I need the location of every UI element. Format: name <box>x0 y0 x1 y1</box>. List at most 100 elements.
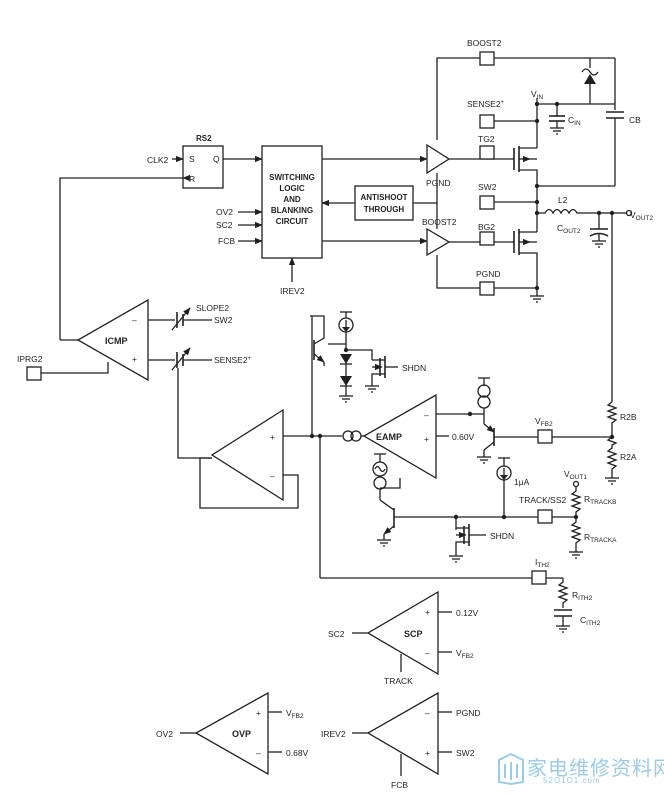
watermark-logo-icon <box>498 752 524 786</box>
label-clk2: CLK2 <box>147 155 169 165</box>
label-sense2-plus-icmp: SENSE2+ <box>214 355 252 365</box>
buffer-amp: + – <box>199 408 532 579</box>
label-fcb-cmp: FCB <box>391 780 408 790</box>
label-eamp-plus: + <box>424 434 429 444</box>
track-ss-circuit: 1μA SHDN TRACK/SS2 VOUT1 RTRACKB RTRACKA <box>372 453 617 563</box>
label-vfb2-ovp: VFB2 <box>286 708 304 720</box>
label-vfb2-scp: VFB2 <box>456 648 474 660</box>
label-vout2: VOUT2 <box>630 210 653 222</box>
label-rtrackb: RTRACKB <box>584 494 617 506</box>
label-scp: SCP <box>404 629 423 639</box>
label-cin: CIN <box>568 115 581 127</box>
label-scp-plus: + <box>425 607 430 617</box>
pin-boost2-top <box>479 51 495 66</box>
label-pgnd-cmp: PGND <box>456 708 481 718</box>
label-track: TRACK <box>384 676 413 686</box>
label-irev2-cmp: IREV2 <box>321 729 346 739</box>
label-060v: 0.60V <box>452 432 475 442</box>
gm-coupler-icon <box>342 430 354 442</box>
label-pgnd-driver: PGND <box>426 178 451 188</box>
rs2-latch: RS2 S Q R CLK2 <box>59 134 263 340</box>
label-shdn-top: SHDN <box>402 363 426 373</box>
label-r: R <box>189 174 195 184</box>
scp-triangle <box>366 590 439 676</box>
ovp-triangle <box>194 691 269 776</box>
top-gate-driver: PGND TG2 <box>426 134 615 189</box>
label-tg2: TG2 <box>478 134 495 144</box>
label-sw2-icmp: SW2 <box>214 315 233 325</box>
label-antishoot: ANTISHOOT <box>360 193 407 202</box>
antishoot-through: ANTISHOOT THROUGH <box>354 173 438 229</box>
label-icmp: ICMP <box>105 336 128 346</box>
label-track-ss2: TRACK/SS2 <box>519 495 567 505</box>
pin-ith2 <box>531 570 547 585</box>
label-bg2: BG2 <box>478 222 495 232</box>
label-irev2-in: IREV2 <box>280 286 305 296</box>
label-sc2-scp: SC2 <box>328 629 345 639</box>
label-blanking: BLANKING <box>271 206 313 215</box>
watermark: 家电维修资料网 52O1O1.com <box>497 750 664 790</box>
label-sw2-cmp: SW2 <box>456 748 475 758</box>
resistor-rtrackb-icon <box>570 487 582 517</box>
label-boost2-top: BOOST2 <box>467 38 502 48</box>
label-vout1: VOUT1 <box>564 469 587 481</box>
pin-iprg2 <box>26 366 42 381</box>
ovp-comparator: OVP + – VFB2 0.68V OV2 <box>156 691 309 776</box>
label-1ua: 1μA <box>514 477 530 487</box>
switching-logic-block: SWITCHING LOGIC AND BLANKING CIRCUIT OV2… <box>216 145 428 296</box>
watermark-url: 52O1O1.com <box>543 776 601 785</box>
label-eamp-minus: – <box>424 410 429 420</box>
label-cith2: CITH2 <box>580 615 601 627</box>
pin-pgnd <box>479 281 495 296</box>
pin-sw2 <box>479 195 495 210</box>
label-pgnd-pin: PGND <box>476 269 501 279</box>
pin-track-ss2 <box>537 509 553 524</box>
label-sc2-in: SC2 <box>216 220 233 230</box>
driver-bg-icon <box>426 227 451 257</box>
output-stage: SW2 L2 VOUT2 COUT2 <box>478 182 653 402</box>
eamp-error-amplifier: EAMP – + 0.60V VFB2 R2B R2A <box>342 377 637 485</box>
watermark-chinese: 家电维修资料网 <box>527 756 664 780</box>
icmp-triangle <box>76 298 149 382</box>
clamp-circuit: SHDN <box>310 311 426 436</box>
label-shdn-bottom: SHDN <box>490 531 514 541</box>
label-068v: 0.68V <box>286 748 309 758</box>
icmp-comparator: ICMP – + SLOPE2 SW2 SENSE2+ IPRG2 <box>17 298 252 459</box>
resistor-rtracka-icon <box>570 517 582 552</box>
bottom-gate-driver: BOOST2 BG2 PGND <box>422 217 544 303</box>
buffer-triangle <box>210 408 284 502</box>
label-ovp-minus: – <box>256 748 261 758</box>
label-logic: LOGIC <box>279 184 305 193</box>
pin-tg2 <box>479 145 495 160</box>
label-vin: VIN <box>531 89 543 101</box>
label-icmp-plus: + <box>132 354 137 364</box>
resistor-r2a-icon <box>606 436 618 478</box>
boost-section: BOOST2 CB VIN CIN SENSE2+ <box>436 38 641 186</box>
schottky-diode-icon <box>584 74 596 84</box>
label-012v: 0.12V <box>456 608 479 618</box>
current-source-icon <box>477 384 491 398</box>
scp-comparator: SCP + – 0.12V VFB2 SC2 TRACK <box>328 590 479 686</box>
label-ovp-plus: + <box>256 708 261 718</box>
diode-icon <box>340 354 352 364</box>
label-cout2: COUT2 <box>557 223 581 235</box>
resistor-r2b-icon <box>606 401 618 437</box>
label-circuit: CIRCUIT <box>276 217 309 226</box>
vout2-terminal <box>625 209 633 217</box>
irev-triangle <box>366 691 439 776</box>
label-switching: SWITCHING <box>269 173 315 182</box>
label-sw2-pin: SW2 <box>478 182 497 192</box>
label-ov2-ovp: OV2 <box>156 729 173 739</box>
pin-sense2-plus <box>479 114 495 129</box>
label-r2b: R2B <box>620 412 637 422</box>
label-rith2: RITH2 <box>572 590 593 602</box>
label-fcb-in: FCB <box>218 236 235 246</box>
label-eamp: EAMP <box>376 432 402 442</box>
irev-comparator: – + PGND SW2 IREV2 FCB <box>321 691 481 790</box>
driver-tg-icon <box>426 143 451 175</box>
label-ovp: OVP <box>232 729 251 739</box>
switching-logic-box <box>261 145 323 259</box>
label-scp-minus: – <box>425 648 430 658</box>
label-boost2-mid: BOOST2 <box>422 217 457 227</box>
inductor-l2-icon <box>537 208 600 215</box>
